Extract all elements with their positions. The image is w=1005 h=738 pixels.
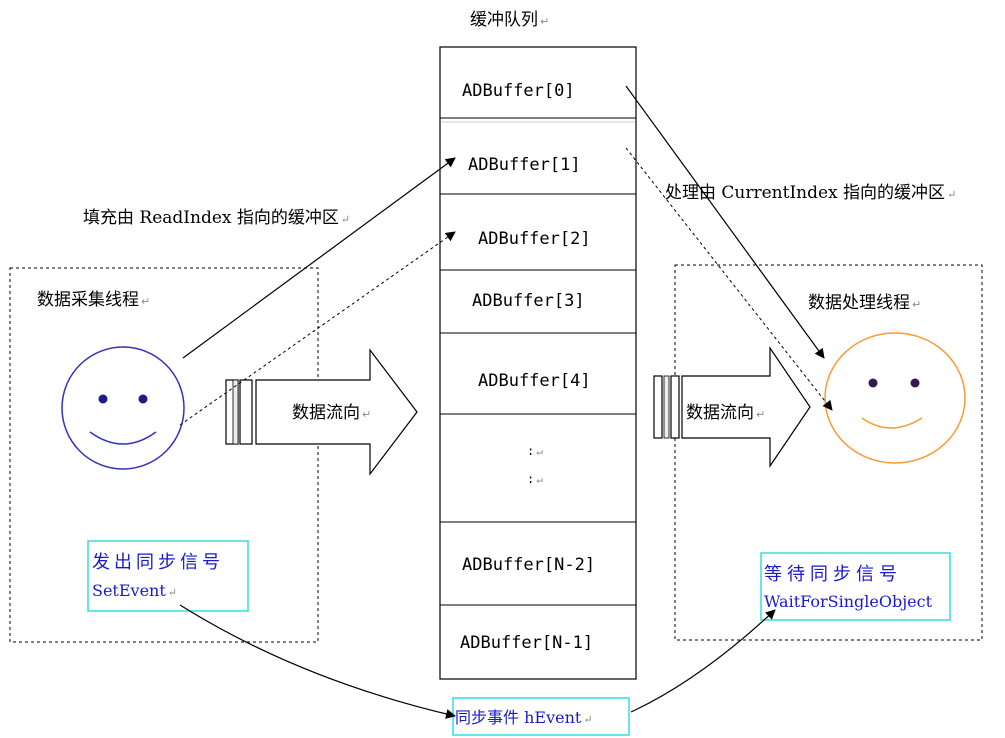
buffer-ellipsis-2: :↵ xyxy=(527,472,543,486)
acquisition-thread-region xyxy=(9,267,319,643)
buffer-queue xyxy=(439,46,637,680)
acquisition-smiley-icon xyxy=(61,346,185,470)
buffer-cell-n-2: ADBuffer[N-2] xyxy=(462,555,596,575)
set-event-arrow xyxy=(179,604,456,719)
buffer-cell-2: ADBuffer[2] xyxy=(478,229,591,249)
buffer-ellipsis-1: :↵ xyxy=(527,444,543,458)
buffer-cell-0: ADBuffer[0] xyxy=(462,81,575,101)
wait-signal-box xyxy=(760,552,951,621)
buffer-cell-3: ADBuffer[3] xyxy=(472,291,585,311)
fill-read-index-label: 填充由 ReadIndex 指向的缓冲区↵ xyxy=(83,208,351,228)
data-flow-right-label: 数据流向↵ xyxy=(686,403,766,423)
wait-signal-label-api: WaitForSingleObject xyxy=(764,592,933,611)
set-event-label-api: SetEvent↵ xyxy=(92,581,177,600)
buffer-cell-1: ADBuffer[1] xyxy=(468,155,581,175)
data-flow-left-label: 数据流向↵ xyxy=(292,403,372,423)
sync-event-label: 同步事件 hEvent↵ xyxy=(455,708,593,727)
processing-thread-region xyxy=(674,264,983,641)
processing-thread-title: 数据处理线程↵ xyxy=(808,293,922,313)
queue-title: 缓冲队列↵ xyxy=(470,10,550,30)
acquisition-thread-title: 数据采集线程↵ xyxy=(37,290,151,310)
process-current-index-label: 处理由 CurrentIndex 指向的缓冲区↵ xyxy=(665,183,957,203)
sync-event-box xyxy=(452,697,630,736)
set-event-label-cn: 发出同步信号 xyxy=(92,552,224,573)
process-next-arrow xyxy=(625,147,833,411)
processing-smiley-icon xyxy=(824,332,966,464)
data-flow-arrow-right xyxy=(653,346,811,468)
fill-next-arrow xyxy=(179,231,456,426)
buffer-cell-4: ADBuffer[4] xyxy=(478,371,591,391)
fill-arrow xyxy=(182,157,456,359)
data-flow-arrow-left xyxy=(225,348,418,476)
buffer-cell-n-1: ADBuffer[N-1] xyxy=(460,633,594,653)
process-arrow xyxy=(625,85,825,359)
wait-signal-label-cn: 等待同步信号 xyxy=(764,564,902,585)
set-event-box xyxy=(87,540,249,612)
wait-signal-arrow xyxy=(630,609,776,713)
